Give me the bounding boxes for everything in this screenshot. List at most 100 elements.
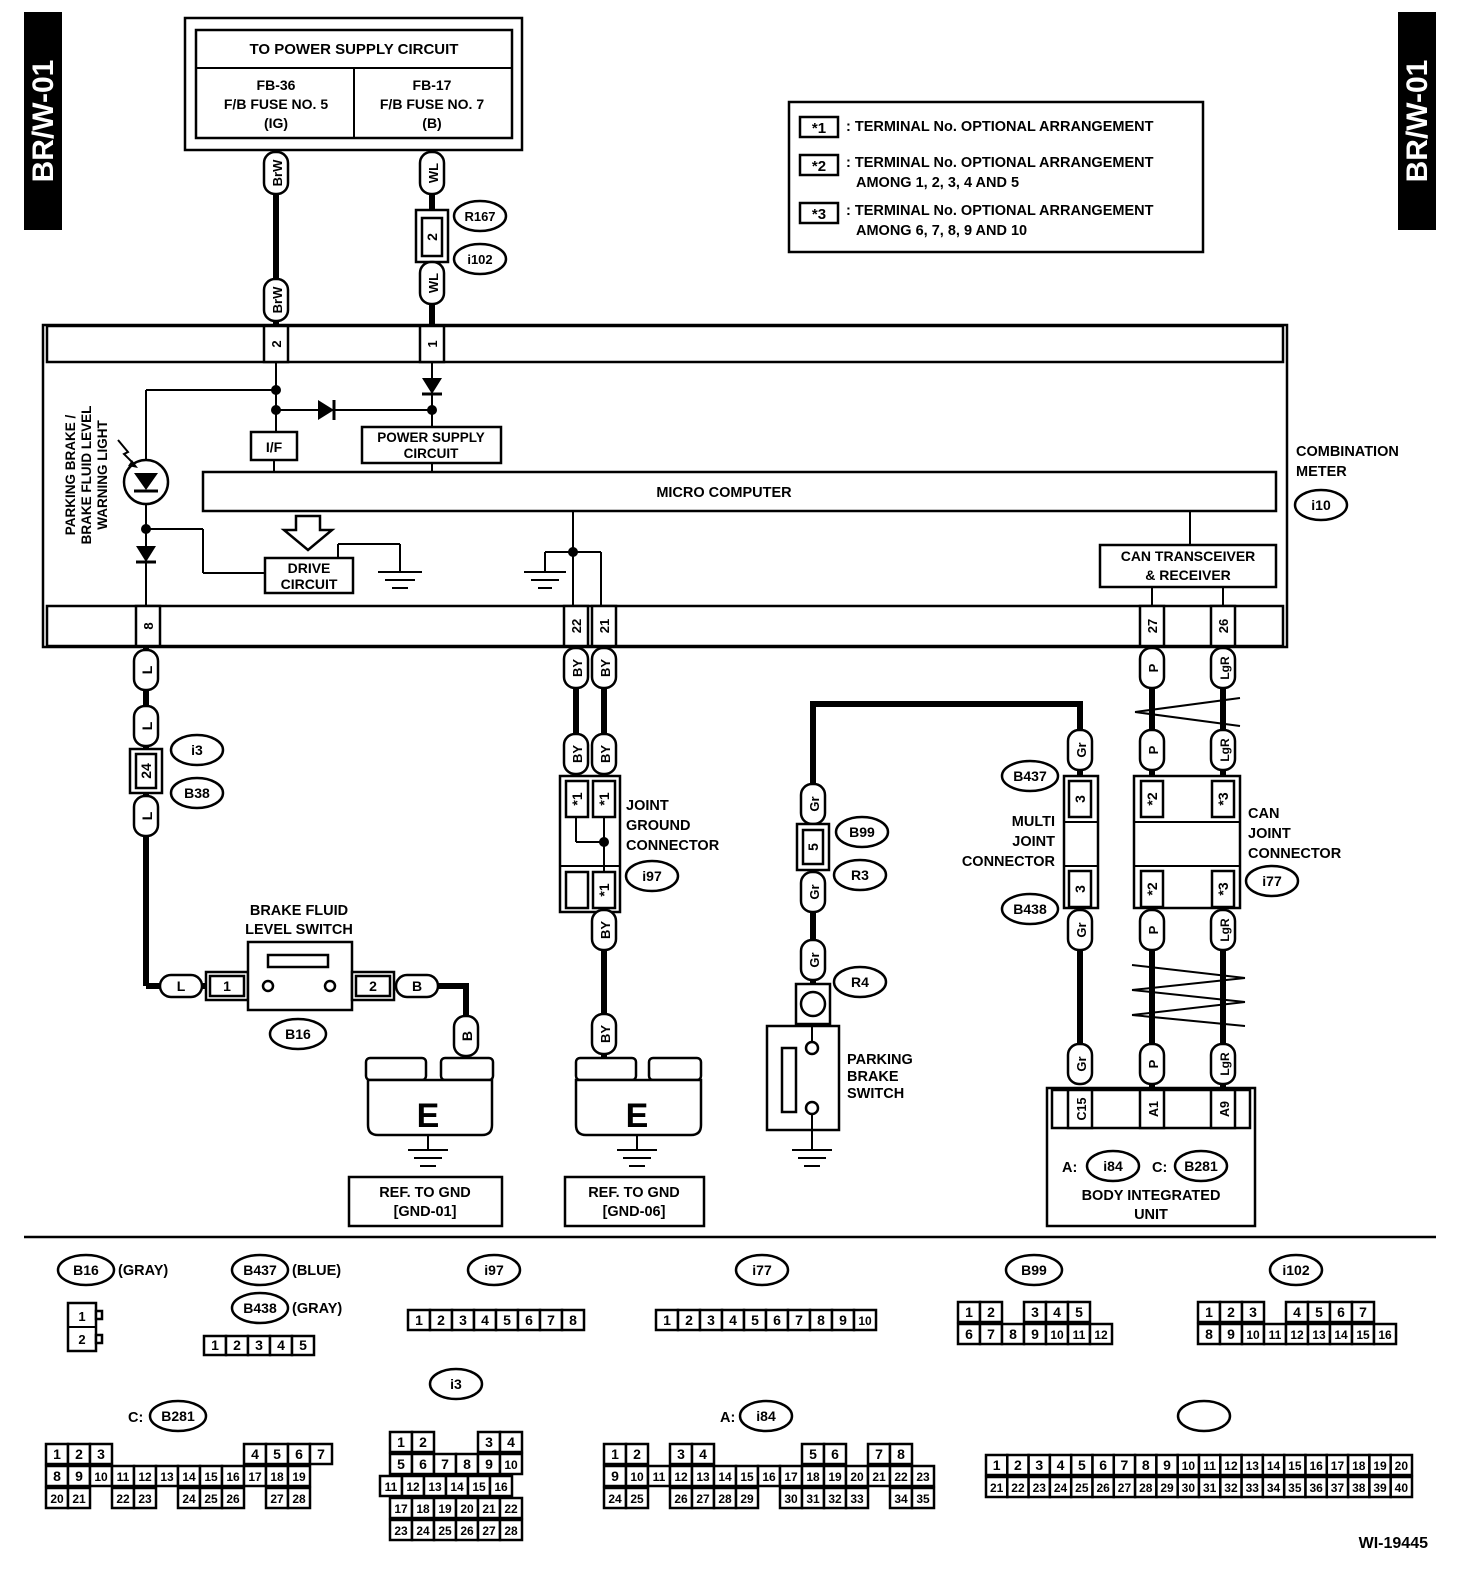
- b281-view-pin: 6: [295, 1446, 303, 1462]
- svg-text:BY: BY: [598, 921, 613, 939]
- svg-text:[GND-06]: [GND-06]: [603, 1204, 666, 1220]
- i84-view-pin: 6: [831, 1446, 839, 1462]
- svg-text:B99: B99: [1021, 1262, 1047, 1278]
- svg-text:3: 3: [1072, 795, 1088, 803]
- i10-view-pin: 30: [1182, 1481, 1196, 1495]
- b437-view-pin: 2: [233, 1337, 241, 1353]
- svg-text:C:: C:: [128, 1410, 143, 1426]
- svg-text:i10: i10: [1311, 497, 1331, 513]
- svg-text:LgR: LgR: [1218, 656, 1232, 680]
- svg-text:24: 24: [138, 763, 154, 779]
- i102-view-pin: 3: [1249, 1304, 1257, 1320]
- i84-view-pin: 2: [633, 1446, 641, 1462]
- i84-view-pin: 23: [916, 1470, 930, 1484]
- i10-view-pin: 3: [1035, 1457, 1043, 1473]
- svg-text:*3: *3: [1215, 882, 1231, 895]
- i97-view-pin: 1: [415, 1312, 423, 1328]
- b99-view-pin: 9: [1031, 1326, 1039, 1342]
- svg-text:BRAKE FLUID LEVEL: BRAKE FLUID LEVEL: [79, 406, 94, 545]
- wire-label-l-2: L: [132, 704, 160, 748]
- svg-text:SWITCH: SWITCH: [847, 1086, 904, 1102]
- svg-text:F/B FUSE NO. 5: F/B FUSE NO. 5: [224, 96, 328, 112]
- i84-view-pin: 28: [718, 1492, 732, 1506]
- i3-view-pin: 18: [416, 1502, 430, 1516]
- b281-view-pin: 8: [53, 1468, 61, 1484]
- i102-view-pin: 16: [1378, 1328, 1392, 1342]
- i84-view-pin: 30: [784, 1492, 798, 1506]
- svg-text:[GND-01]: [GND-01]: [394, 1204, 457, 1220]
- svg-text:BY: BY: [570, 659, 585, 677]
- i84-view-pin: 8: [897, 1446, 905, 1462]
- svg-text:*1: *1: [596, 792, 612, 805]
- svg-text:R167: R167: [464, 209, 495, 224]
- svg-text:BY: BY: [598, 745, 613, 763]
- svg-text:1: 1: [425, 340, 440, 347]
- svg-text:I/F: I/F: [266, 439, 283, 455]
- i102-view-cell: [1350, 1300, 1376, 1324]
- power-supply-box: TO POWER SUPPLY CIRCUIT FB-36 F/B FUSE N…: [183, 16, 524, 152]
- i84-view-pin: 7: [875, 1446, 883, 1462]
- b281-view-cell: [286, 1486, 312, 1510]
- svg-text:i97: i97: [642, 868, 662, 884]
- i10-view-pin: 18: [1352, 1459, 1366, 1473]
- svg-text:B16: B16: [73, 1262, 99, 1278]
- i84-view-pin: 9: [611, 1468, 619, 1484]
- b437-view-pin: 3: [255, 1337, 263, 1353]
- i3-view-pin: 10: [504, 1458, 518, 1472]
- i10-view-pin: 21: [990, 1481, 1004, 1495]
- connector-id-b99: B99: [834, 815, 890, 849]
- svg-text:2: 2: [78, 1332, 85, 1347]
- svg-text:(GRAY): (GRAY): [292, 1301, 342, 1317]
- i10-view-pin: 26: [1096, 1481, 1110, 1495]
- svg-text:B281: B281: [1184, 1158, 1218, 1174]
- i3-view-pin: 9: [485, 1456, 493, 1472]
- svg-text:B38: B38: [184, 785, 210, 801]
- b99-view-pin: 10: [1050, 1328, 1064, 1342]
- b437-view-pin: 1: [211, 1337, 219, 1353]
- svg-text:Gr: Gr: [1074, 742, 1089, 757]
- b281-view-pin: 26: [226, 1492, 240, 1506]
- svg-text:(BLUE): (BLUE): [292, 1263, 341, 1279]
- i3-view-pin: 23: [394, 1524, 408, 1538]
- i10-view-pin: 24: [1054, 1481, 1068, 1495]
- i10-view-pin: 7: [1121, 1457, 1129, 1473]
- i10-view-pin: 8: [1142, 1457, 1150, 1473]
- i3-view-pin: 15: [472, 1480, 486, 1494]
- i84-view-pin: 25: [630, 1492, 644, 1506]
- figure-id: WI-19445: [1359, 1535, 1428, 1552]
- b281-view-pin: 12: [138, 1470, 152, 1484]
- i3-view-pin: 25: [438, 1524, 452, 1538]
- i10-view-pin: 35: [1288, 1481, 1302, 1495]
- svg-text:BY: BY: [598, 1025, 613, 1043]
- b437-view-pin: 4: [277, 1337, 285, 1353]
- b99-view-pin: 5: [1075, 1304, 1083, 1320]
- svg-text:: TERMINAL No. OPTIONAL ARRANG: : TERMINAL No. OPTIONAL ARRANGEMENT: [846, 119, 1154, 135]
- b281-view-pin: 24: [182, 1492, 196, 1506]
- i3-view-pin: 24: [416, 1524, 430, 1538]
- joint-ground-connector: *1 *1 *1: [558, 774, 622, 914]
- i10-view-pin: 32: [1224, 1481, 1238, 1495]
- i102-view-pin: 14: [1334, 1328, 1348, 1342]
- svg-text:B437: B437: [1013, 768, 1047, 784]
- svg-text:i3: i3: [450, 1376, 462, 1392]
- i10-view-pin: 40: [1395, 1481, 1409, 1495]
- i84-view-pin: 16: [762, 1470, 776, 1484]
- b281-view-pin: 4: [251, 1446, 259, 1462]
- i77-view-pin: 5: [751, 1312, 759, 1328]
- svg-text:REF. TO GND: REF. TO GND: [588, 1185, 680, 1201]
- svg-text:BR/W-01: BR/W-01: [1401, 60, 1434, 183]
- twisted-pair-lower: [1131, 964, 1246, 1027]
- svg-text:*3: *3: [812, 206, 826, 223]
- i102-view-pin: 4: [1293, 1304, 1301, 1320]
- i10-view-pin: 34: [1267, 1481, 1281, 1495]
- i10-view-pin: 16: [1309, 1459, 1323, 1473]
- svg-text:E: E: [417, 1097, 440, 1135]
- svg-text:: TERMINAL No. OPTIONAL ARRANG: : TERMINAL No. OPTIONAL ARRANGEMENT: [846, 155, 1154, 171]
- svg-text:BRAKE FLUID: BRAKE FLUID: [250, 903, 348, 919]
- i84-view-pin: 10: [630, 1470, 644, 1484]
- svg-text:(GRAY): (GRAY): [118, 1263, 168, 1279]
- svg-text:A:: A:: [720, 1410, 735, 1426]
- i77-view-pin: 6: [773, 1312, 781, 1328]
- svg-text:Gr: Gr: [807, 952, 822, 967]
- svg-text:i102: i102: [467, 252, 492, 267]
